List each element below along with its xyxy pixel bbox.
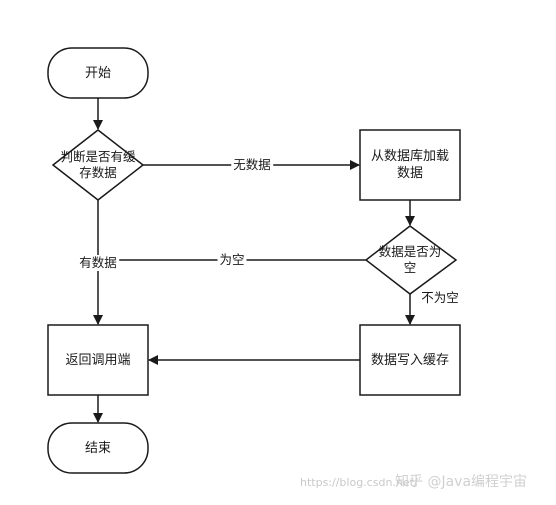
edge-label-not-empty: 不为空 <box>421 290 459 305</box>
watermark-author: 知乎 @Java编程宇宙 <box>395 474 528 490</box>
edge-label-has-data: 有数据 <box>77 255 119 271</box>
end-terminator <box>47 422 149 474</box>
write-cache-label: 数据写入缓存 <box>370 352 449 368</box>
return-caller-process <box>47 324 149 396</box>
return-caller-label: 返回调用端 <box>65 352 131 368</box>
edge-label-no-data: 无数据 <box>231 157 273 173</box>
edge-label-is-empty: 为空 <box>217 252 247 268</box>
start-label: 开始 <box>84 65 111 81</box>
load-db-process <box>359 129 461 201</box>
load-db-label: 从数据库加载数据 <box>370 149 449 181</box>
write-cache-process <box>359 324 461 396</box>
check-cache-label: 判断是否有缓存数据 <box>60 149 136 180</box>
check-empty-label: 数据是否为空 <box>378 244 442 275</box>
watermark-url: https://blog.csdn.net/ <box>300 476 418 489</box>
end-label: 结束 <box>84 440 111 456</box>
